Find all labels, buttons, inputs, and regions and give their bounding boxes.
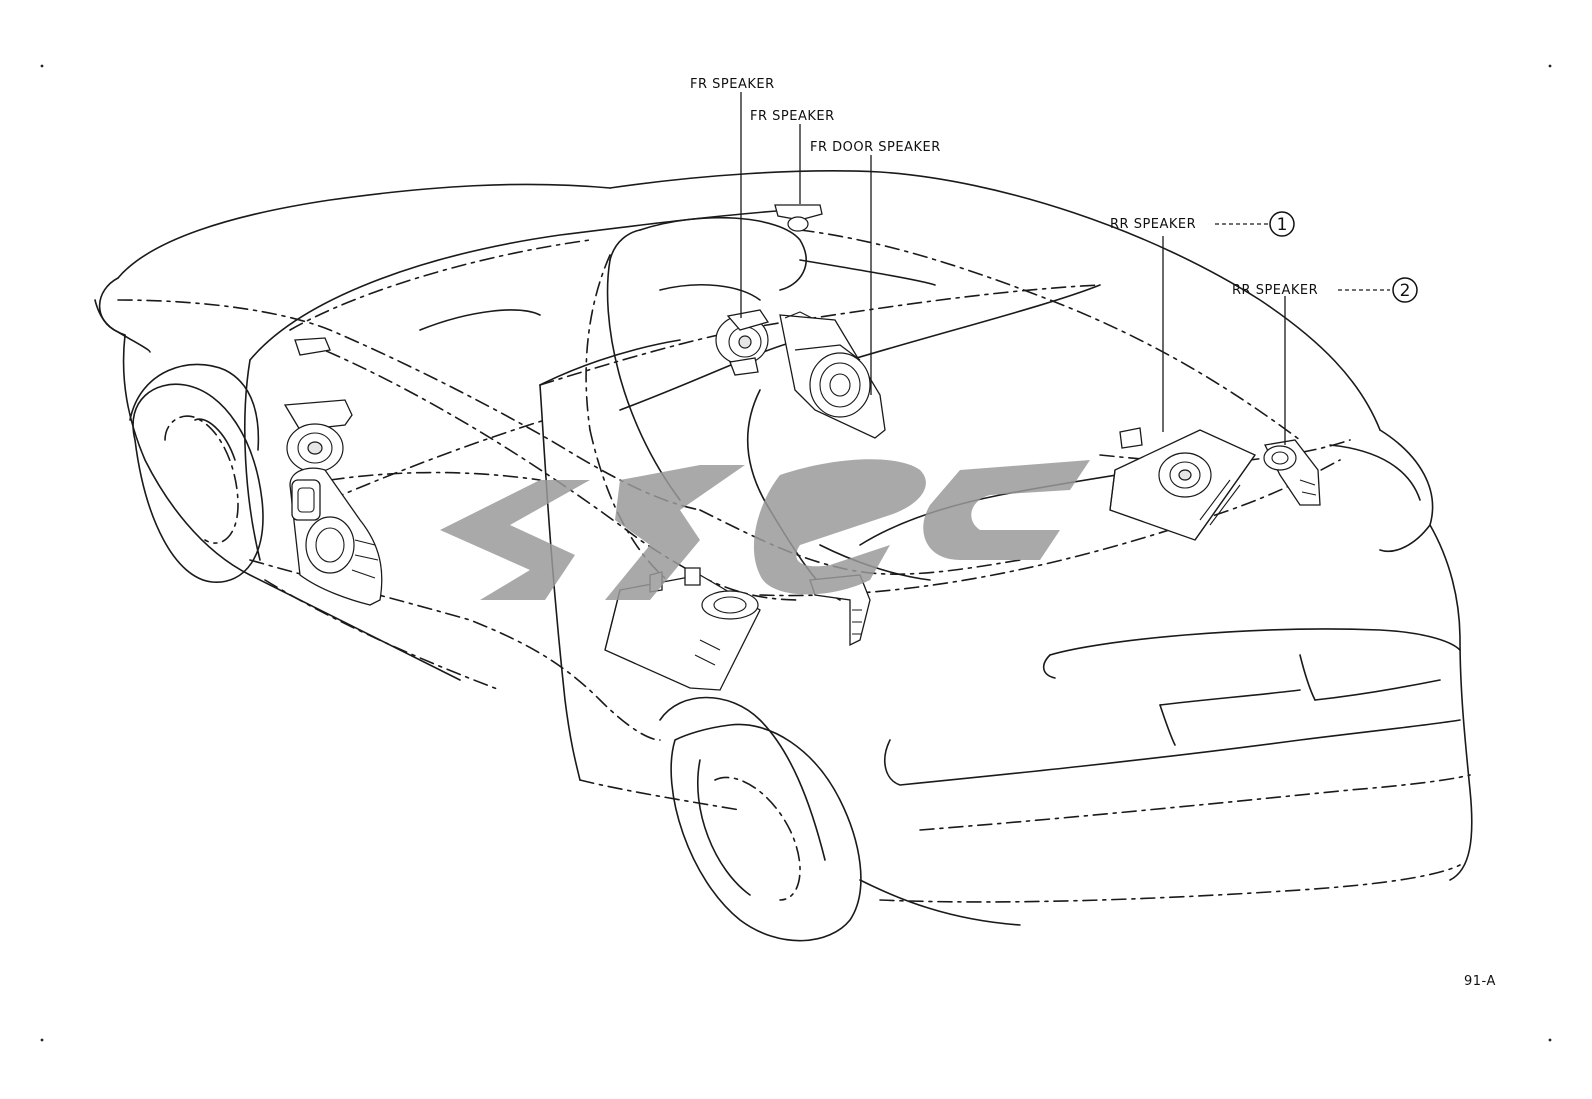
fr-door-speaker-right <box>779 311 886 439</box>
figure-code: 91-A <box>1464 974 1496 989</box>
rr-speaker-2-number: 2 <box>1400 281 1411 301</box>
fr-speaker-label-2: FR SPEAKER <box>750 109 835 124</box>
watermark-logo <box>440 459 1090 600</box>
leader-lines <box>740 92 1390 445</box>
front-door-speaker-left <box>283 337 383 606</box>
rr-speaker-1-callout: 1 <box>1269 211 1295 237</box>
registration-marks <box>40 64 1552 1042</box>
rr-speaker-1-number: 1 <box>1277 215 1288 235</box>
rr-speaker-1-part <box>1109 427 1256 541</box>
labels: FR SPEAKER FR SPEAKER FR DOOR SPEAKER RR… <box>690 77 1496 989</box>
fr-door-speaker-label: FR DOOR SPEAKER <box>810 140 941 155</box>
fr-speaker-label-1: FR SPEAKER <box>690 77 775 92</box>
rr-speaker-1-label: RR SPEAKER <box>1110 217 1196 232</box>
car-body <box>94 170 1473 942</box>
rr-speaker-2-part <box>1263 439 1321 506</box>
fr-speaker-dash <box>715 309 770 376</box>
rr-speaker-2-callout: 2 <box>1392 277 1418 303</box>
fr-speaker-upper <box>774 204 823 232</box>
rr-speaker-2-label: RR SPEAKER <box>1232 283 1318 298</box>
